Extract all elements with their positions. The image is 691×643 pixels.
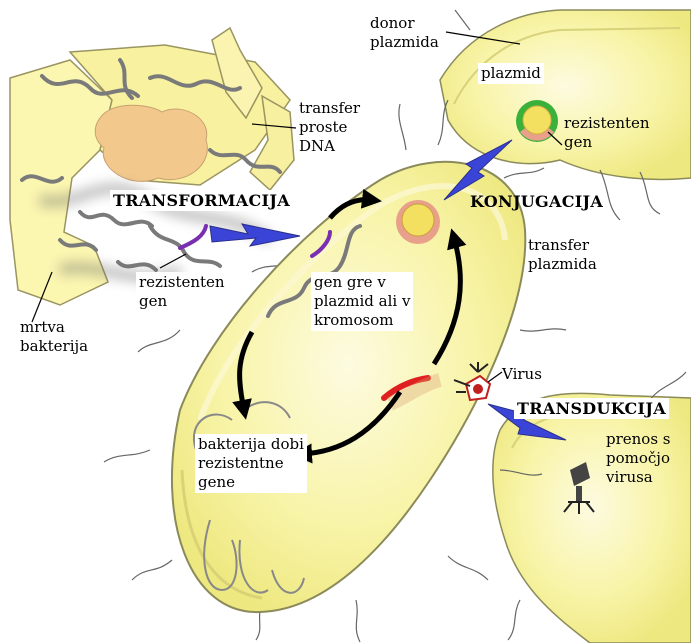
transfer-plazmida-label: transfer plazmida (528, 236, 597, 274)
bakterija-dobi-label: bakterija dobi rezistentne gene (195, 434, 307, 493)
konjugacija-title: KONJUGACIJA (470, 192, 603, 211)
dead-bacterium (10, 28, 294, 305)
transformacija-title: TRANSFORMACIJA (110, 190, 293, 211)
transdukcija-title: TRANSDUKCIJA (514, 398, 669, 419)
virus-label: Virus (502, 365, 542, 384)
recipient-plasmid (396, 200, 440, 244)
transformation-arrow (210, 224, 300, 246)
dead-bacterium-nucleoid (95, 105, 207, 181)
mrtva-bakterija-label: mrtva bakterija (20, 318, 88, 356)
plazmid-label: plazmid (478, 63, 544, 84)
transfer-proste-dna-label: transfer proste DNA (296, 98, 363, 157)
donor-resistance-gene-label: rezistenten gen (564, 114, 650, 152)
donor-cell (440, 10, 691, 179)
donor-plazmida-label: donor plazmida (370, 14, 439, 52)
prenos-s-pomocjo-virusa-label: prenos s pomočjo virusa (606, 430, 671, 487)
free-resistance-gene (180, 226, 206, 248)
free-resistance-gene-label: rezistenten gen (136, 272, 228, 312)
gen-gre-v-plazmid-label: gen gre v plazmid ali v kromosom (311, 272, 413, 331)
